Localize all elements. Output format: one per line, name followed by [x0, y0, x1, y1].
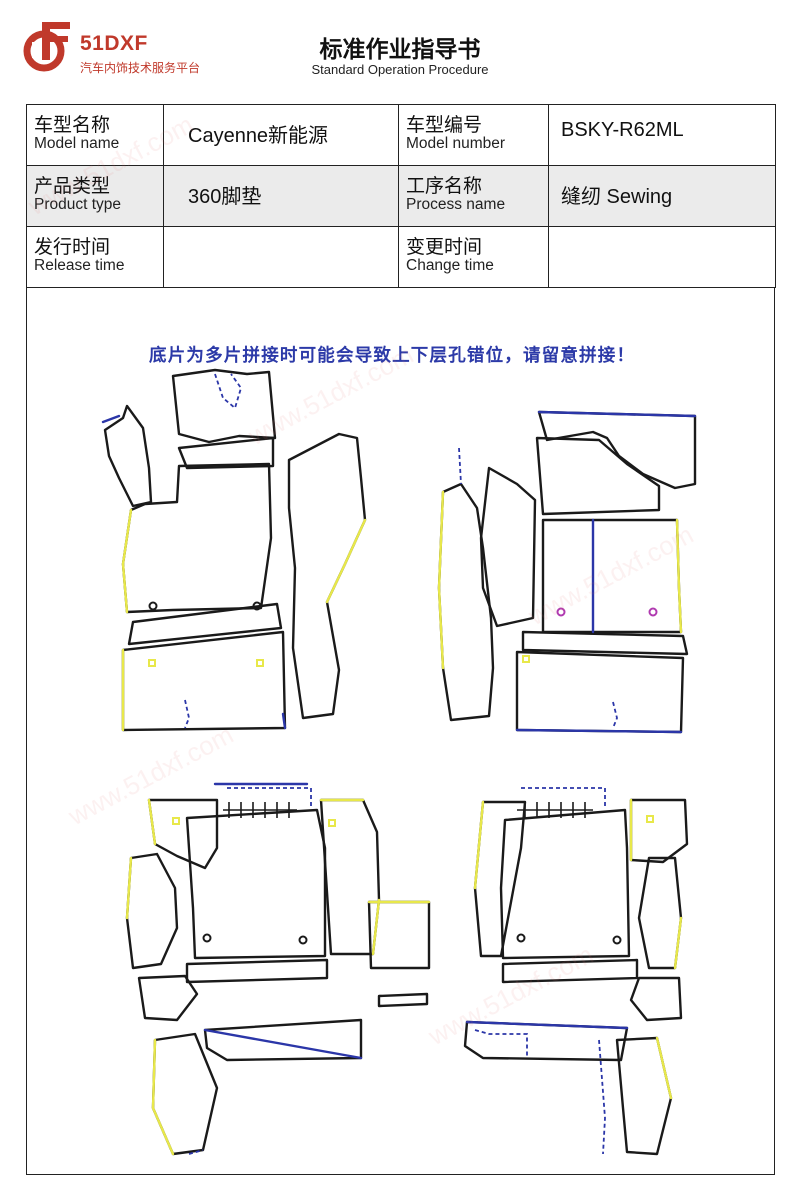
- rear-left-side-piece: [125, 852, 179, 970]
- front-left-heel-pad: [171, 368, 277, 444]
- rear-right-floor-piece: [629, 976, 683, 1022]
- rear-right-side-piece: [637, 856, 683, 970]
- brand-tagline: 汽车内饰技术服务平台: [80, 61, 201, 75]
- front-right-crossbar: [521, 630, 689, 656]
- document-title: 标准作业指导书: [319, 37, 481, 63]
- model-number-value: BSKY-R62ML: [548, 104, 776, 166]
- front-right-top-panel: [535, 436, 661, 516]
- rear-center-tunnel-strip: [377, 992, 429, 1008]
- product-type-value: 360脚垫: [163, 165, 399, 227]
- pattern-diagram: 底片为多片拼接时可能会导致上下层孔错位，请留意拼接！: [26, 288, 775, 1175]
- front-left-top-panel: [177, 436, 275, 470]
- rear-left-corner-piece: [151, 1032, 219, 1156]
- model-name-value: Cayenne新能源: [163, 104, 399, 166]
- front-right-side-flap: [479, 466, 537, 628]
- splicing-warning-note: 底片为多片拼接时可能会导致上下层孔错位，请留意拼接！: [149, 346, 636, 366]
- brand-name: 51DXF: [80, 32, 148, 55]
- rear-right-corner-piece: [615, 1036, 673, 1156]
- front-right-lower-panel: [515, 650, 685, 734]
- rear-left-sill-strip: [185, 958, 329, 984]
- front-left-crossbar: [127, 602, 283, 646]
- change-time-value: [548, 226, 776, 288]
- release-time-value: [163, 226, 399, 288]
- front-left-side-flap: [103, 404, 153, 508]
- rear-right-sill-strip: [501, 958, 639, 984]
- front-left-lower-panel: [121, 630, 287, 732]
- document-subtitle: Standard Operation Procedure: [311, 62, 489, 77]
- rear-right-tunnel-panel: [473, 800, 527, 958]
- rear-left-bottom-strip: [203, 1018, 363, 1062]
- rear-right-main-panel: [499, 808, 631, 960]
- front-right-heel-pad: [537, 410, 697, 490]
- logo-mark-icon: [23, 22, 70, 72]
- front-left-door-strip: [287, 432, 367, 720]
- process-name-value: 缝纫 Sewing: [548, 165, 776, 227]
- rear-left-main-panel: [185, 808, 327, 960]
- front-left-main-panel: [121, 462, 273, 614]
- floor-mat-pattern-drawing: [101, 368, 697, 1156]
- front-right-door-strip: [437, 482, 495, 722]
- rear-left-floor-piece: [137, 974, 199, 1022]
- rear-right-outer-strip: [629, 798, 689, 864]
- brand-logo: 51DXF 汽车内饰技术服务平台: [22, 18, 282, 78]
